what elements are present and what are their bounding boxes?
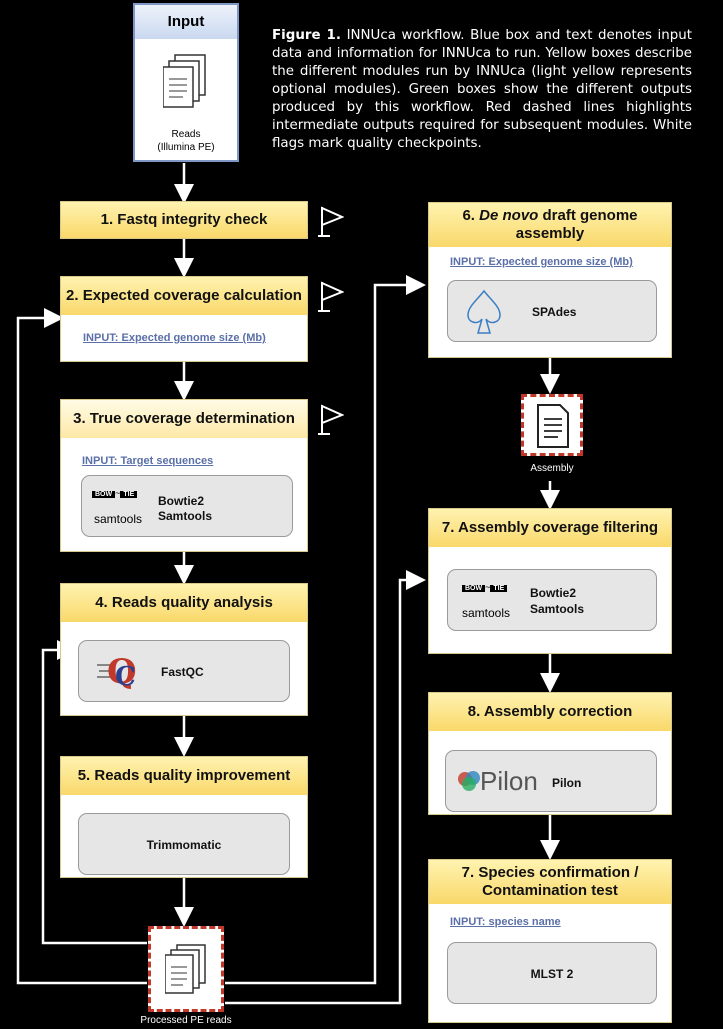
- figure-caption: Figure 1. INNUca workflow. Blue box and …: [272, 27, 692, 153]
- module-6: 6. De novo draft genome assembly INPUT: …: [428, 202, 672, 358]
- module-6-title-line2: assembly: [515, 225, 585, 242]
- loop-inner: [41, 640, 147, 945]
- bowtie-logo-bow: BOW: [92, 491, 116, 498]
- input-title: Input: [135, 5, 237, 39]
- module-7a-tool: BOW~TIE samtools Bowtie2 Samtools: [447, 569, 657, 631]
- processed-reads-label: Processed PE reads: [140, 1015, 232, 1026]
- assembly-label: Assembly: [530, 463, 574, 474]
- document-stack-icon: [163, 54, 206, 108]
- bowtie-logo-tie: TIE: [490, 585, 508, 592]
- bowtie-logo-bow: BOW: [462, 585, 486, 592]
- module-7b: 7. Species confirmation / Contamination …: [428, 859, 672, 1023]
- samtools-logo: samtools: [462, 606, 511, 620]
- module-7b-tool: MLST 2: [447, 942, 657, 1004]
- module-3-tool: BOW~TIE samtools Bowtie2 Samtools: [81, 475, 293, 537]
- input-label-2: (Illumina PE): [157, 142, 215, 153]
- pilon-logo-text: Pilon: [480, 766, 538, 796]
- input-box: Input Reads (Illumina PE): [133, 3, 239, 162]
- flag-icon: [318, 281, 344, 312]
- module-5-title: 5. Reads quality improvement: [61, 757, 307, 795]
- fastqc-logo-icon: Q C: [97, 652, 137, 692]
- arrow-processed-m6: [225, 275, 426, 985]
- module-4: 4. Reads quality analysis Q C FastQC: [60, 583, 308, 716]
- module-8: 8. Assembly correction Pilon Pilon: [428, 692, 672, 815]
- module-6-tool: SPAdes: [447, 280, 657, 342]
- module-8-title: 8. Assembly correction: [429, 693, 671, 731]
- module-7a: 7. Assembly coverage filtering BOW~TIE s…: [428, 508, 672, 654]
- module-6-title: 6. De novo draft genome assembly: [429, 203, 671, 247]
- module-7b-input: INPUT: species name: [450, 916, 561, 928]
- caption-bold: Figure 1.: [272, 28, 341, 43]
- module-7b-title-1: 7. Species confirmation /: [461, 864, 639, 881]
- flag-icon: [318, 206, 344, 237]
- module-5-tool: Trimmomatic: [78, 813, 290, 875]
- module-6-tool-name: SPAdes: [532, 305, 577, 319]
- bowtie-logo: BOW~TIE: [92, 488, 138, 498]
- module-4-title: 4. Reads quality analysis: [61, 584, 307, 622]
- document-stack-icon: [165, 944, 206, 994]
- module-2-input: INPUT: Expected genome size (Mb): [83, 332, 266, 344]
- module-5: 5. Reads quality improvement Trimmomatic: [60, 756, 308, 878]
- svg-text:C: C: [115, 662, 136, 692]
- spades-logo-icon: [467, 289, 501, 334]
- module-7a-tool-2: Samtools: [530, 602, 585, 616]
- module-7b-title-2: Contamination test: [482, 882, 618, 899]
- module-5-tool-name: Trimmomatic: [146, 838, 222, 852]
- module-3-input: INPUT: Target sequences: [82, 455, 214, 467]
- module-8-tool: Pilon Pilon: [445, 750, 657, 812]
- module-6-title-num: 6.: [462, 207, 480, 224]
- module-4-tool-name: FastQC: [161, 665, 204, 679]
- processed-reads-output: [148, 926, 224, 1012]
- module-4-tool: Q C FastQC: [78, 640, 290, 702]
- module-7b-title: 7. Species confirmation / Contamination …: [429, 860, 671, 904]
- module-3-title: 3. True coverage determination: [61, 400, 307, 438]
- samtools-logo: samtools: [94, 512, 143, 526]
- bowtie-logo: BOW~TIE: [462, 582, 508, 592]
- module-2: 2. Expected coverage calculation INPUT: …: [60, 276, 308, 362]
- module-1: 1. Fastq integrity check: [60, 201, 308, 239]
- module-7a-title: 7. Assembly coverage filtering: [429, 509, 671, 547]
- caption-text: INNUca workflow. Blue box and text denot…: [272, 28, 692, 151]
- loop-outer: [16, 308, 147, 985]
- input-label-1: Reads: [171, 129, 201, 140]
- module-3-tool-1: Bowtie2: [158, 494, 205, 508]
- module-3: 3. True coverage determination INPUT: Ta…: [60, 399, 308, 552]
- arrow-processed-m7a: [225, 570, 426, 1005]
- module-6-input: INPUT: Expected genome size (Mb): [450, 256, 633, 268]
- assembly-output: [521, 394, 583, 456]
- module-8-tool-name: Pilon: [552, 776, 582, 790]
- module-3-tool-2: Samtools: [158, 509, 213, 523]
- module-6-title-italic: De novo: [479, 207, 539, 224]
- module-6-title-rest: draft genome: [538, 207, 638, 224]
- document-icon: [537, 404, 569, 448]
- bowtie-logo-tie: TIE: [120, 491, 138, 498]
- flag-icon: [318, 404, 344, 435]
- module-7a-tool-1: Bowtie2: [530, 586, 577, 600]
- module-7b-tool-name: MLST 2: [530, 967, 574, 981]
- module-2-title: 2. Expected coverage calculation: [61, 277, 307, 315]
- pilon-logo-icon: [458, 771, 480, 791]
- module-1-title: 1. Fastq integrity check: [61, 202, 307, 238]
- svg-text:Q: Q: [107, 652, 137, 692]
